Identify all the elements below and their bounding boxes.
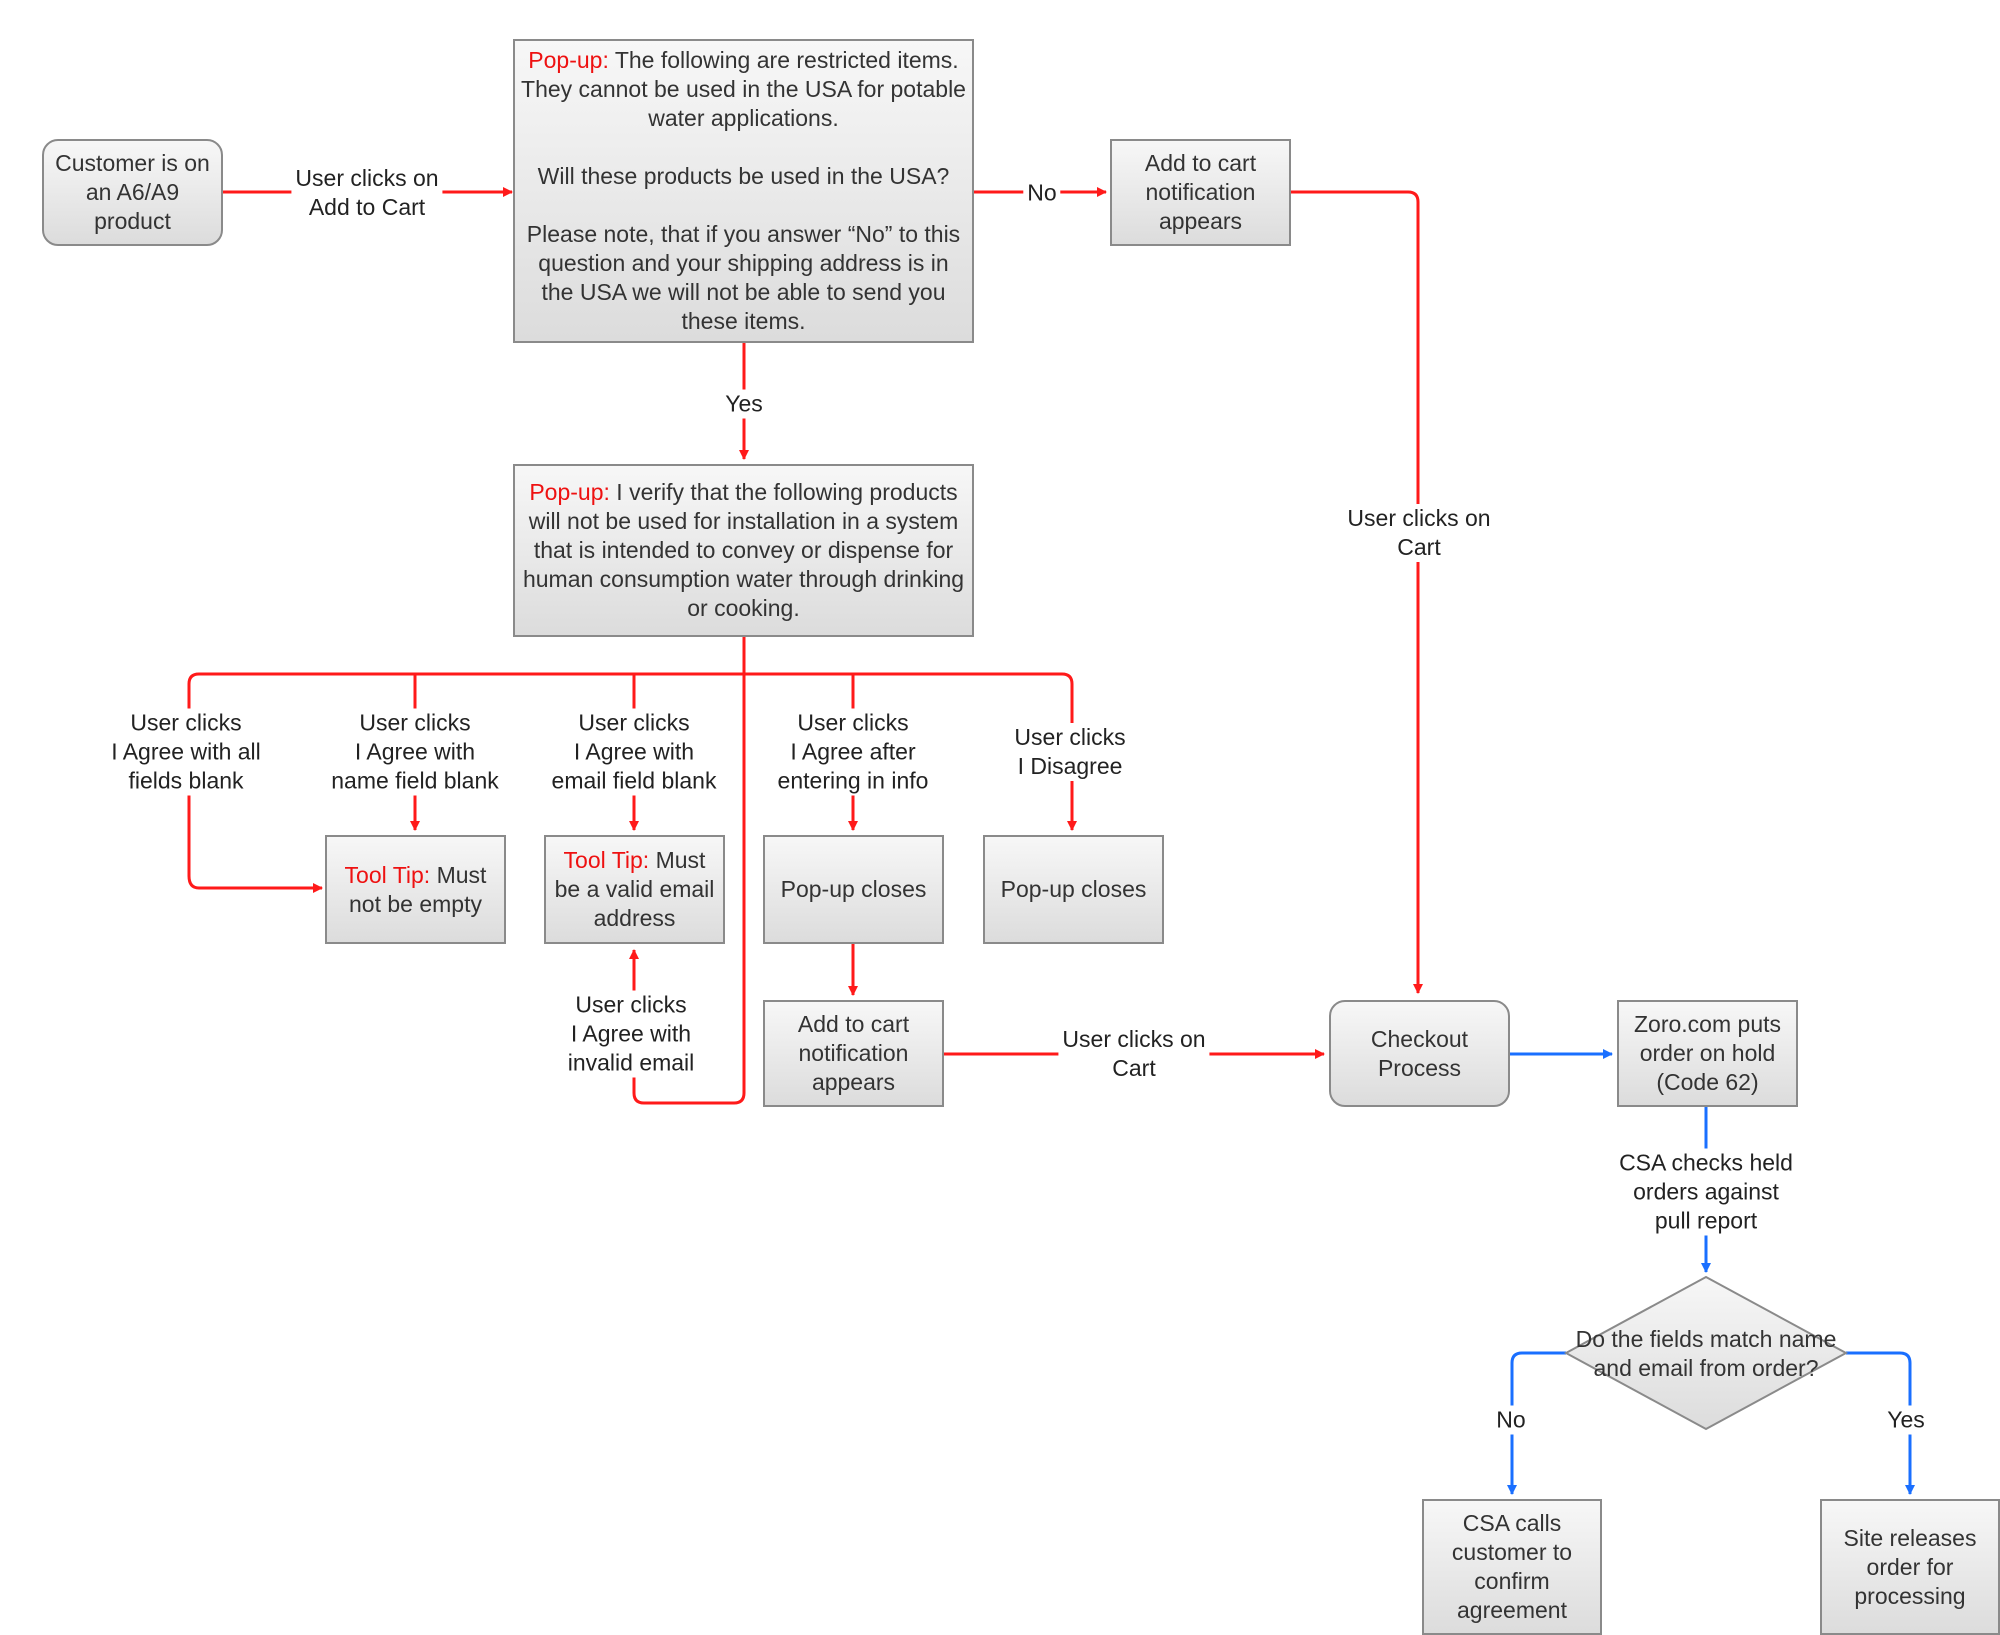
decision-text: Do the fields match name and email from … — [1575, 1325, 1837, 1381]
popup-closes-disagree: Pop-up closes — [983, 835, 1164, 944]
label-user-clicks-cart-bottom: User clicks on Cart — [1058, 1025, 1210, 1083]
tooltip-valid-email: Tool Tip: Must be a valid email address — [544, 835, 725, 944]
label-user-clicks-add-to-cart: User clicks on Add to Cart — [291, 164, 443, 222]
site-releases-node: Site releases order for processing — [1820, 1499, 2000, 1635]
popup-closes-agree: Pop-up closes — [763, 835, 944, 944]
label-no-top: No — [1023, 178, 1061, 208]
add-to-cart-notification-top: Add to cart notification appears — [1110, 139, 1291, 246]
decision-diamond — [1563, 1275, 1849, 1431]
edge-decision-no — [1507, 1351, 1566, 1495]
popup2-node: Pop-up: I verify that the following prod… — [513, 464, 974, 637]
popup1-text: The following are restricted items. They… — [521, 47, 966, 131]
tooltip1-prefix: Tool Tip: — [344, 861, 431, 888]
label-agree-email-blank: User clicks I Agree with email field bla… — [547, 708, 721, 796]
tooltip-not-empty: Tool Tip: Must not be empty — [325, 835, 506, 944]
tooltip2-prefix: Tool Tip: — [563, 847, 650, 873]
popup1-question: Will these products be used in the USA? — [537, 163, 950, 189]
edge-addcart-checkout — [1290, 190, 1423, 994]
zoro-hold-node: Zoro.com puts order on hold (Code 62) — [1617, 1000, 1798, 1107]
label-yes-mid: Yes — [721, 389, 767, 419]
popup2-prefix: Pop-up: — [529, 479, 610, 505]
label-no-bottom: No — [1492, 1405, 1530, 1435]
start-node: Customer is on an A6/A9 product — [42, 139, 223, 246]
label-agree-after-info: User clicks I Agree after entering in in… — [773, 708, 933, 796]
label-csa-checks: CSA checks held orders against pull repo… — [1615, 1148, 1797, 1236]
checkout-process-node: Checkout Process — [1329, 1000, 1510, 1107]
popup1-prefix: Pop-up: — [528, 47, 609, 73]
csa-calls-node: CSA calls customer to confirm agreement — [1422, 1499, 1602, 1635]
label-user-clicks-cart-right: User clicks on Cart — [1343, 504, 1495, 562]
edge-decision-yes — [1846, 1351, 1915, 1495]
tooltip1-text: Must not be empty — [349, 861, 487, 917]
popup1-note: Please note, that if you answer “No” to … — [526, 221, 961, 334]
edge-invalid-email — [629, 674, 746, 1105]
label-agree-name-blank: User clicks I Agree with name field blan… — [327, 708, 503, 796]
label-disagree: User clicks I Disagree — [1010, 723, 1130, 781]
popup1-node: Pop-up: The following are restricted ite… — [513, 39, 974, 343]
label-agree-all-blank: User clicks I Agree with all fields blan… — [107, 708, 265, 796]
popup2-text: I verify that the following products wil… — [522, 479, 965, 621]
edge-branch-all-blank — [187, 672, 323, 893]
label-yes-bottom: Yes — [1883, 1405, 1929, 1435]
tooltip2-text: Must be a valid email address — [554, 847, 715, 931]
add-to-cart-notification-bottom: Add to cart notification appears — [763, 1000, 944, 1107]
label-agree-invalid-email: User clicks I Agree with invalid email — [563, 990, 699, 1078]
